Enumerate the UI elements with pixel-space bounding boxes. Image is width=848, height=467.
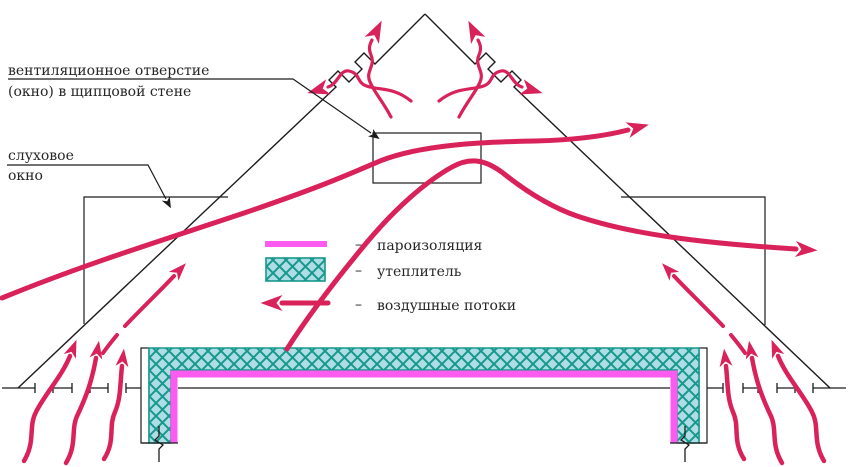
airflow-long-left-to-right	[0, 122, 649, 301]
roof-right-slope-with-ridge-vents	[424, 13, 831, 389]
legend-label-insulation: утеплитель	[377, 264, 462, 280]
soffit-arrow-right-2	[745, 340, 785, 466]
ridge-vent-arrow-up-left	[364, 20, 393, 119]
right-dormer-outline	[621, 196, 766, 325]
right-wall-strip	[698, 347, 708, 444]
airflow-center-to-right-exit	[284, 158, 818, 352]
ridge-vent-arrow-up-right	[457, 20, 486, 119]
dormer-leader-line	[7, 164, 171, 209]
ridge-vent-arrow-out-left	[307, 69, 413, 103]
attic-arrow-left	[123, 263, 186, 328]
legend-vapor-barrier-swatch	[265, 241, 327, 247]
airflow-arrows	[0, 20, 827, 466]
ridge-vent-arrow-out-right	[437, 69, 543, 103]
vent-opening-label-line1: вентиляционное отверстие	[8, 63, 209, 79]
vent-opening-label-line2: (окно) в щипцовой стене	[8, 84, 191, 100]
legend-dash-1: –	[355, 237, 362, 253]
soffit-arrow-right-3	[719, 348, 747, 462]
soffit-arrow-left-1	[21, 339, 77, 464]
vent-opening-leader-line	[8, 78, 380, 139]
insulation-layer	[148, 347, 700, 444]
break-mark-right	[679, 426, 691, 462]
legend-label-airflows: воздушные потоки	[377, 298, 516, 314]
dormer-label-line2: окно	[8, 168, 43, 184]
legend-label-vapor-barrier: пароизоляция	[377, 238, 483, 254]
break-mark-left	[153, 426, 165, 462]
callout-labels: вентиляционное отверстие (окно) в щипцов…	[7, 63, 380, 209]
soffit-arrow-right-1	[771, 339, 827, 464]
eave-lines	[2, 383, 846, 393]
legend-dash-3: –	[355, 297, 362, 313]
soffit-arrow-left-3	[101, 348, 129, 462]
left-wall-strip	[140, 347, 150, 444]
legend: – пароизоляция – утеплитель – воздушные …	[260, 237, 516, 314]
attic-arrow-left-tail	[101, 333, 119, 355]
legend-insulation-swatch	[265, 257, 326, 282]
dormer-label-line1: слуховое	[8, 148, 74, 164]
vapor-barrier	[170, 370, 678, 443]
attic-arrow-right-tail	[729, 333, 747, 355]
attic-arrow-right	[662, 263, 725, 328]
soffit-arrow-left-2	[63, 340, 103, 466]
legend-dash-2: –	[355, 263, 362, 279]
ceiling-deck	[140, 347, 708, 462]
left-dormer-outline	[83, 196, 228, 324]
